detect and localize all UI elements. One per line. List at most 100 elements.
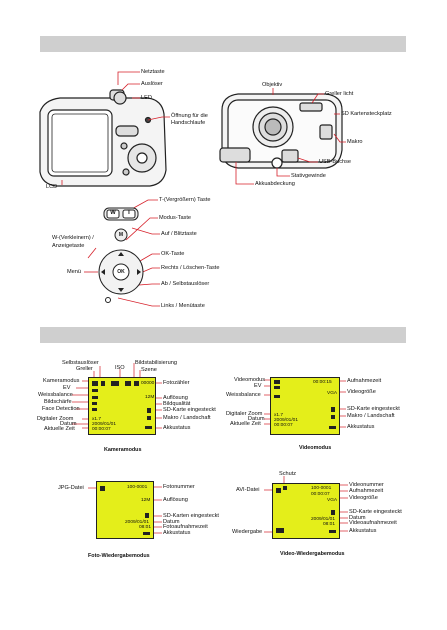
label-schutz: Schutz <box>279 471 297 477</box>
label-t-taste: T-(Vergrößern) Taste <box>159 197 211 203</box>
battery-icon <box>329 530 336 533</box>
label-makro: Makro <box>347 139 363 145</box>
label-links-menuetaste: Links / Menütaste <box>161 303 205 309</box>
ev-icon <box>274 386 280 389</box>
time-value: 08:01 <box>139 525 152 530</box>
label-aktuelle-zeit: Aktuelle Zeit <box>230 421 261 427</box>
label-digitaler-zoom: Digitaler Zoom <box>226 411 263 417</box>
sd-icon <box>331 407 335 412</box>
label-netztaste: Netztaste <box>141 69 165 75</box>
caption-kameramodus: Kameramodus <box>104 447 142 453</box>
label-ev: EV <box>63 385 71 391</box>
protect-icon <box>283 486 287 490</box>
label-sd-karte: SD-Karte eingesteckt <box>349 509 402 515</box>
label-aufnahmezeit: Aufnahmezeit <box>347 378 382 384</box>
label-ausloeser: Auslöser <box>141 81 163 87</box>
label-sd-karten: SD-Karten eingesteckt <box>163 513 219 519</box>
zoom-value: x1.7 <box>274 413 284 418</box>
label-aufnahmezeit: Aufnahmezeit <box>349 488 384 494</box>
sharpness-icon <box>92 402 97 405</box>
sd-icon <box>147 408 151 413</box>
wb-icon <box>92 396 98 399</box>
avi-file-icon <box>276 488 281 493</box>
label-w-taste-1: W-(Verkleinern) / <box>52 235 94 241</box>
label-datum: Datum <box>163 519 180 525</box>
label-digitaler-zoom: Digitaler Zoom <box>37 416 74 422</box>
scene-icon <box>134 381 139 386</box>
jpg-file-icon <box>100 486 105 491</box>
video-rec-time: 00:00:07 <box>311 492 330 497</box>
lcd-videomodus: 00:00:15 VGA x1.7 2009/01/01 00:00:07 <box>270 377 340 435</box>
label-oeffnung: Öffnung für die <box>171 113 208 119</box>
label-selbstausloeser: Selbstauslöser <box>62 360 99 366</box>
label-videoaufnahmezeit: Videoaufnahmezeit <box>349 520 397 526</box>
resolution-value: 12M <box>145 395 155 400</box>
label-greller-licht: Greller licht <box>325 91 354 97</box>
label-face-detection: Face Detection <box>42 406 80 412</box>
label-weissbalance: Weissbalance <box>38 392 73 398</box>
time-value: 00:00:07 <box>274 423 293 428</box>
ok-button-drawing <box>112 263 130 281</box>
battery-icon <box>145 426 152 429</box>
sd-icon <box>145 513 149 518</box>
label-jpg-datei: JPG-Datei <box>58 485 84 491</box>
camera-mode-icon <box>92 381 98 386</box>
ev-icon <box>92 389 98 392</box>
date-value: 2009/01/01 <box>274 418 299 423</box>
label-stativgewinde: Stativgewinde <box>291 173 326 179</box>
timer-icon <box>101 381 105 386</box>
label-ok-taste: OK-Taste <box>161 251 185 257</box>
label-makro-landschaft: Makro / Landschaft <box>347 413 395 419</box>
label-wiedergabe: Wiedergabe <box>232 529 263 535</box>
stabilizer-icon <box>125 381 131 386</box>
label-datum: Datum <box>349 515 366 521</box>
w-button: W <box>110 210 116 216</box>
battery-icon <box>143 532 150 535</box>
time-value: 00:00:07 <box>92 427 111 432</box>
section-header-bar-top <box>40 36 406 52</box>
label-objektiv: Objektiv <box>262 82 283 88</box>
label-w-taste-2: Anzeigetaste <box>52 243 85 249</box>
label-rechts-loeschen: Rechts / Löschen-Taste <box>161 265 220 271</box>
label-akkustatus: Akkustatus <box>349 528 377 534</box>
wb-icon <box>274 395 280 398</box>
resolution-value: 12M <box>141 498 151 503</box>
label-aktuelle-zeit: Aktuelle Zeit <box>44 426 75 432</box>
label-akkuabdeckung: Akkuabdeckung <box>255 181 295 187</box>
m-button: M <box>118 232 124 238</box>
label-fotoaufnahmezeit: Fotoaufnahmezeit <box>163 524 208 530</box>
photo-counter: 00000 <box>141 381 155 386</box>
label-kameramodus: Kameramodus <box>43 378 80 384</box>
face-icon <box>92 408 97 411</box>
ok-button: OK <box>117 269 125 275</box>
label-ev: EV <box>254 383 262 389</box>
label-sd-karte: SD-Karte eingesteckt <box>347 406 400 412</box>
label-bildschaerfe: Bildschärfe <box>44 399 72 405</box>
iso-icon <box>111 381 119 386</box>
video-rec-time: 00:00:15 <box>313 380 332 385</box>
label-videonummer: Videonummer <box>349 482 384 488</box>
label-handschlaufe: Handschlaufe <box>171 120 206 126</box>
video-size: VGA <box>327 498 338 503</box>
macro-icon <box>147 416 151 420</box>
section-header-bar-bottom <box>40 327 406 343</box>
label-fotonummer: Fotonummer <box>163 484 195 490</box>
label-videogroesse: Videogröße <box>347 389 376 395</box>
label-usb-buchse: USB-Buchse <box>319 159 352 165</box>
label-avi-datei: AVI-Datei <box>236 487 260 493</box>
label-auf-blitztaste: Auf / Blitztaste <box>161 231 197 237</box>
label-menue: Menü <box>67 269 81 275</box>
label-iso: ISO <box>115 365 125 371</box>
label-makro-landschaft: Makro / Landschaft <box>163 415 211 421</box>
date-value: 2009/01/01 <box>92 422 117 427</box>
shutter-button-drawing <box>113 91 127 105</box>
label-bildstabilisierung: Bildstabilisierung <box>135 360 177 366</box>
label-sd-kartensteckplatz: SD Kartensteckplatz <box>341 111 392 117</box>
label-modus-taste: Modus-Taste <box>159 215 192 221</box>
date-value: 2009/01/01 <box>311 517 336 522</box>
label-videogroesse: Videogröße <box>349 495 378 501</box>
label-videomodus: Videomodus <box>234 377 265 383</box>
label-bildqualitaet: Bildqualität <box>163 401 191 407</box>
t-button: T <box>127 210 131 216</box>
